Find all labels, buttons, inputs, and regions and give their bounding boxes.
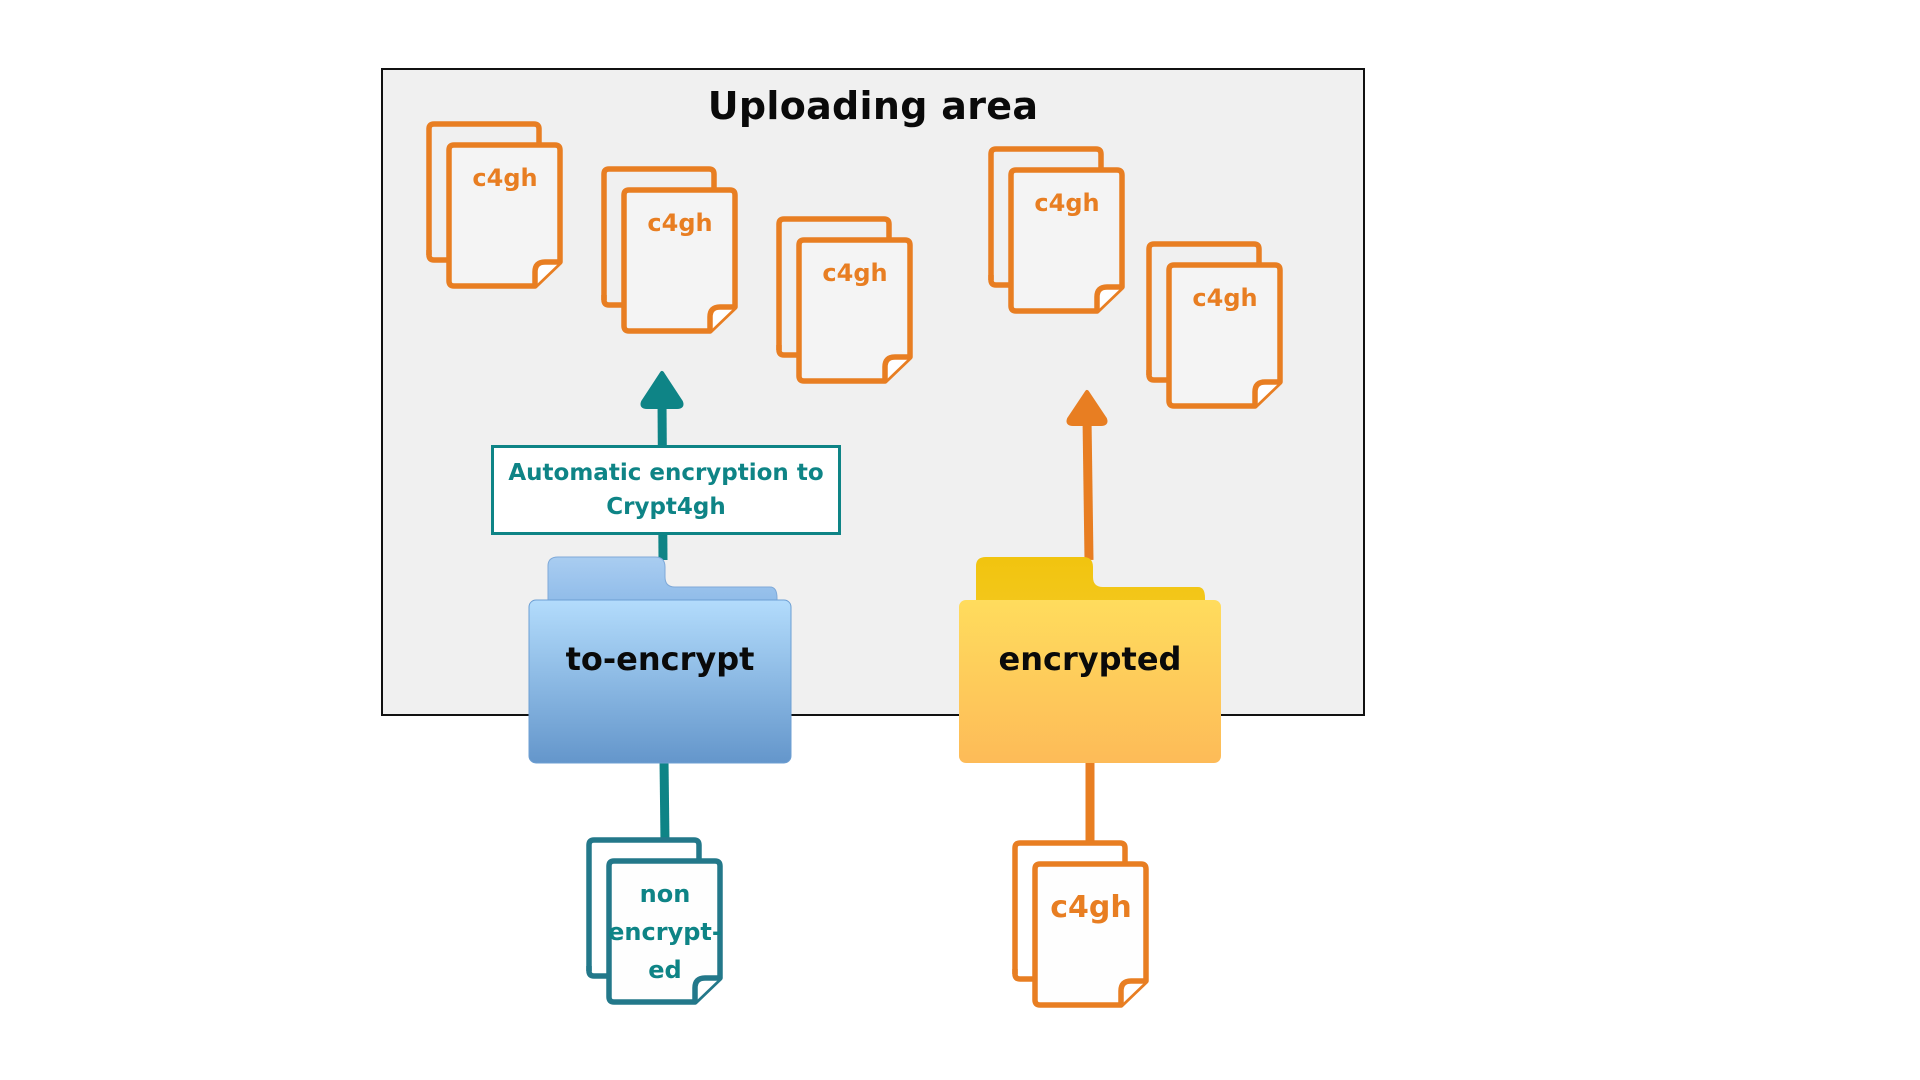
folded-corner-icon [1118, 978, 1146, 1005]
to-encrypt-folder-body [528, 599, 792, 764]
back-sheet-corner [1146, 370, 1169, 383]
file-label: c4gh [472, 164, 537, 192]
orange-flow-arrow [1066, 390, 1108, 845]
file-label: c4gh [822, 259, 887, 287]
non-encrypted-file-icon[interactable]: non encrypt-ed [586, 837, 723, 1005]
orange-arrow-shaft [1082, 417, 1094, 561]
folded-corner-icon [1094, 284, 1122, 311]
back-sheet [988, 146, 1104, 280]
c4gh-file-icon[interactable]: c4gh [988, 146, 1125, 314]
file-label: c4gh [1192, 284, 1257, 312]
front-sheet [446, 142, 563, 289]
front-sheet [1032, 861, 1149, 1008]
folded-corner-icon [1252, 379, 1280, 406]
back-sheet [426, 121, 542, 255]
file-label: encrypt- [608, 918, 722, 946]
back-sheet-corner [1012, 969, 1035, 982]
c4gh-file-icon[interactable]: c4gh [426, 121, 563, 289]
front-sheet [1166, 262, 1283, 409]
uploading-area-title: Uploading area [707, 84, 1039, 128]
front-sheet [1008, 167, 1125, 314]
folded-corner-icon [692, 975, 720, 1002]
back-sheet-corner [776, 345, 799, 358]
teal-arrowhead-icon [640, 371, 684, 409]
back-sheet [776, 216, 892, 350]
file-label: ed [648, 956, 681, 984]
file-label: c4gh [1050, 890, 1132, 925]
front-sheet [796, 237, 913, 384]
back-sheet [586, 837, 702, 971]
automatic-encryption-label-box: Automatic encryption to Crypt4gh [491, 445, 841, 535]
back-sheet [601, 166, 717, 300]
folded-corner-icon [707, 304, 735, 331]
c4gh-file-icon[interactable]: c4gh [601, 166, 738, 334]
folded-corner-icon [532, 259, 560, 286]
back-sheet-corner [426, 250, 449, 263]
front-sheet [621, 187, 738, 334]
file-label: non [640, 880, 691, 908]
c4gh-file-icon[interactable]: c4gh [776, 216, 913, 384]
back-sheet-corner [586, 966, 609, 979]
back-sheet [1146, 241, 1262, 375]
folded-corner-icon [882, 354, 910, 381]
to-encrypt-folder-label: to-encrypt [565, 640, 755, 678]
file-label: c4gh [1034, 189, 1099, 217]
to-encrypt-folder-icon[interactable] [528, 556, 792, 764]
encrypted-folder-icon[interactable] [959, 557, 1221, 763]
teal-connector-bottom [659, 759, 670, 843]
back-sheet [1012, 840, 1128, 974]
file-label: c4gh [647, 209, 712, 237]
front-sheet [606, 858, 723, 1005]
upload-area-files: c4gh c4gh c4gh c4gh c4gh [426, 121, 1283, 409]
orange-arrowhead-icon [1066, 390, 1108, 426]
source-files: non encrypt-ed c4gh [586, 837, 1149, 1008]
c4gh-file-icon[interactable]: c4gh [1146, 241, 1283, 409]
back-sheet-corner [601, 295, 624, 308]
encrypted-folder-body [959, 600, 1221, 763]
encrypted-folder-label: encrypted [998, 640, 1182, 678]
encrypted-source-file-icon[interactable]: c4gh [1012, 840, 1149, 1008]
automatic-encryption-label: Automatic encryption to Crypt4gh [508, 460, 824, 520]
back-sheet-corner [988, 275, 1011, 288]
